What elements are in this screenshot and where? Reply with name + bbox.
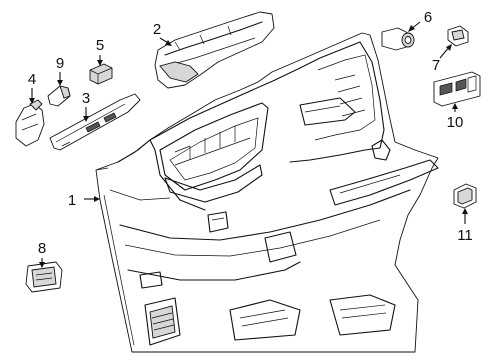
quarter-trim-panel [95, 32, 439, 353]
side-trim-strip [49, 93, 141, 151]
arrowhead-11 [462, 208, 468, 214]
push-pin-part [47, 85, 71, 107]
bezel-part [25, 261, 63, 293]
arrowhead-5 [97, 60, 103, 66]
leader-lines [29, 21, 468, 268]
callout-8: 8 [38, 240, 46, 257]
arrowhead-10 [452, 103, 458, 109]
arrowhead-1 [94, 196, 100, 202]
arrowhead-4 [29, 98, 35, 104]
arrowhead-7 [446, 44, 452, 51]
callout-3: 3 [82, 90, 90, 107]
arrowhead-8 [39, 262, 45, 268]
arrowhead-3 [83, 116, 89, 122]
callout-7: 7 [432, 57, 440, 74]
callout-6: 6 [424, 9, 432, 26]
cylinder-fastener [381, 27, 415, 51]
callout-labels: 1 2 3 4 5 6 7 8 9 10 11 [28, 9, 473, 257]
clip-part-5 [89, 63, 113, 85]
arrowhead-6 [408, 25, 415, 32]
bracket-part [15, 99, 45, 147]
upper-trim-cover [154, 11, 275, 89]
callout-1: 1 [68, 192, 76, 209]
callout-11: 11 [457, 227, 473, 244]
clip-cap-part [447, 25, 469, 47]
callout-10: 10 [447, 114, 464, 131]
callout-5: 5 [96, 37, 104, 54]
callout-2: 2 [153, 21, 161, 38]
switch-module [433, 71, 481, 107]
arrowhead-2 [165, 40, 172, 46]
arrowhead-9 [57, 80, 63, 86]
callout-9: 9 [56, 55, 64, 72]
grille-part [453, 183, 477, 209]
callout-4: 4 [28, 71, 36, 88]
